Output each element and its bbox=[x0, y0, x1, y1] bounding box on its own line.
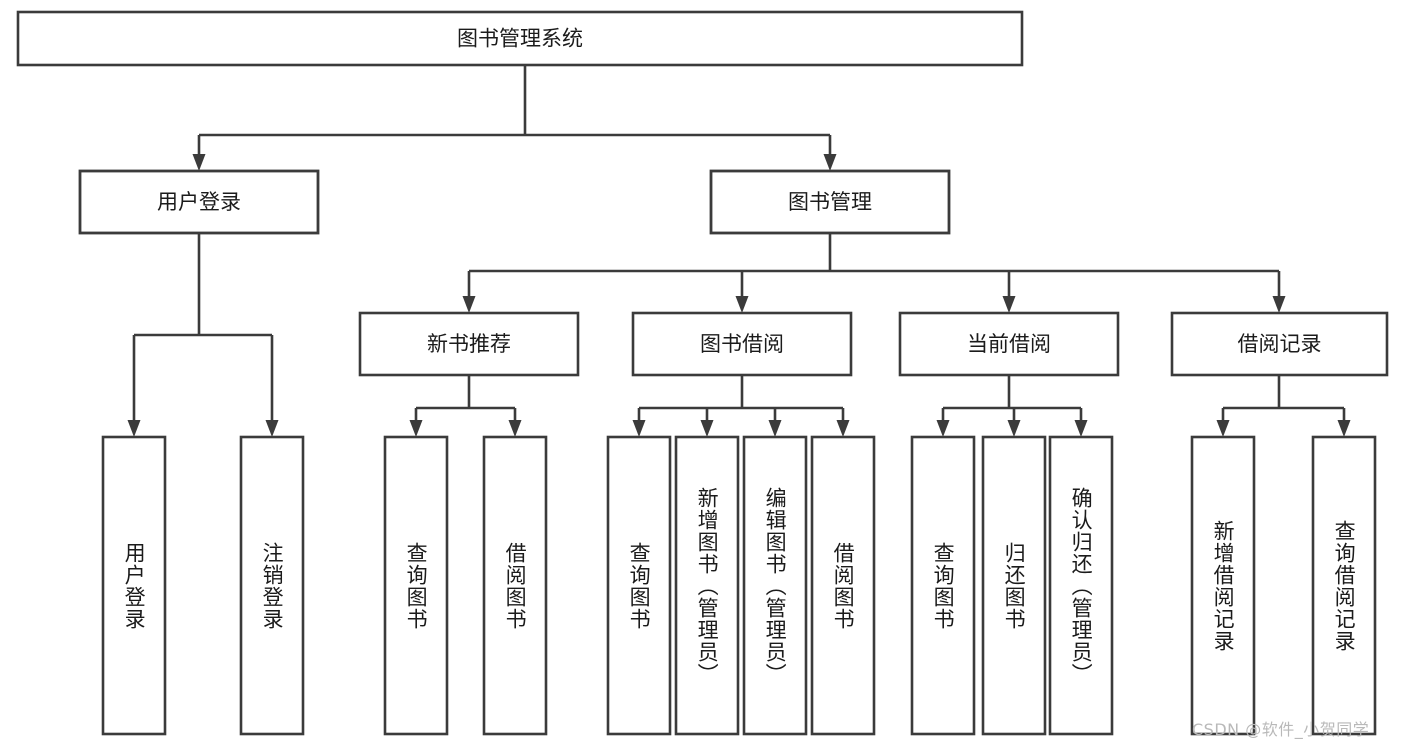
arrow-head-icon bbox=[265, 420, 279, 437]
node-label: 查询图书 bbox=[404, 541, 429, 630]
connectors-layer bbox=[127, 65, 1351, 437]
node-leaf-user-login[interactable]: 用户登录 bbox=[101, 435, 167, 736]
node-box bbox=[709, 169, 951, 235]
node-leaf-edit-book[interactable]: 编辑图书（管理员） bbox=[742, 435, 808, 736]
node-root[interactable]: 图书管理系统 bbox=[16, 10, 1024, 67]
arrow-head-icon bbox=[192, 154, 206, 171]
node-box bbox=[358, 311, 580, 377]
node-leaf-query-book-borrow[interactable]: 查询图书 bbox=[606, 435, 672, 736]
arrow-head-icon bbox=[127, 420, 141, 437]
arrow-head-icon bbox=[823, 154, 837, 171]
node-borrow-record[interactable]: 借阅记录 bbox=[1170, 311, 1389, 377]
node-label: 新增借阅记录 bbox=[1211, 519, 1236, 652]
arrow-head-icon bbox=[462, 296, 476, 313]
node-label: 当前借阅 bbox=[967, 332, 1051, 356]
node-leaf-borrow-book-rec[interactable]: 借阅图书 bbox=[482, 435, 548, 736]
node-box bbox=[78, 169, 320, 235]
node-label: 图书管理系统 bbox=[457, 27, 583, 51]
arrow-head-icon bbox=[936, 420, 950, 437]
node-label: 用户登录 bbox=[157, 190, 241, 214]
arrow-head-icon bbox=[632, 420, 646, 437]
node-label: 新书推荐 bbox=[427, 332, 511, 356]
connector-group bbox=[1216, 375, 1351, 437]
arrow-head-icon bbox=[700, 420, 714, 437]
node-box bbox=[383, 435, 449, 736]
arrow-head-icon bbox=[735, 296, 749, 313]
node-label: 查询图书 bbox=[627, 541, 652, 630]
node-box bbox=[898, 311, 1120, 377]
node-label: 查询借阅记录 bbox=[1332, 519, 1357, 652]
arrow-head-icon bbox=[1074, 420, 1088, 437]
node-label: 新增图书（管理员） bbox=[695, 486, 720, 685]
arrow-head-icon bbox=[1007, 420, 1021, 437]
node-box bbox=[482, 435, 548, 736]
connector-group bbox=[409, 375, 522, 437]
node-box bbox=[981, 435, 1047, 736]
node-box bbox=[1311, 435, 1377, 736]
node-leaf-confirm-return[interactable]: 确认归还（管理员） bbox=[1048, 435, 1114, 736]
connector-group bbox=[936, 375, 1088, 437]
arrow-head-icon bbox=[836, 420, 850, 437]
node-label: 用户登录 bbox=[122, 541, 147, 630]
node-user-login[interactable]: 用户登录 bbox=[78, 169, 320, 235]
node-box bbox=[606, 435, 672, 736]
arrow-head-icon bbox=[1002, 296, 1016, 313]
connector-group bbox=[127, 233, 279, 437]
node-box bbox=[910, 435, 976, 736]
node-label: 编辑图书（管理员） bbox=[763, 486, 788, 685]
node-leaf-return-book[interactable]: 归还图书 bbox=[981, 435, 1047, 736]
node-box bbox=[742, 435, 808, 736]
node-leaf-query-book-cur[interactable]: 查询图书 bbox=[910, 435, 976, 736]
node-book-borrow[interactable]: 图书借阅 bbox=[631, 311, 853, 377]
connector-group bbox=[462, 233, 1286, 313]
connector-group bbox=[192, 65, 837, 171]
arrow-head-icon bbox=[1272, 296, 1286, 313]
node-leaf-borrow-book[interactable]: 借阅图书 bbox=[810, 435, 876, 736]
node-leaf-add-book[interactable]: 新增图书（管理员） bbox=[674, 435, 740, 736]
node-current-borrow[interactable]: 当前借阅 bbox=[898, 311, 1120, 377]
node-label: 借阅记录 bbox=[1238, 332, 1322, 356]
arrow-head-icon bbox=[409, 420, 423, 437]
node-leaf-query-record[interactable]: 查询借阅记录 bbox=[1311, 435, 1377, 736]
node-label: 借阅图书 bbox=[503, 541, 528, 630]
node-box bbox=[101, 435, 167, 736]
node-box bbox=[239, 435, 305, 736]
arrow-head-icon bbox=[768, 420, 782, 437]
node-box bbox=[1170, 311, 1389, 377]
node-box bbox=[16, 10, 1024, 67]
node-box bbox=[1048, 435, 1114, 736]
node-label: 图书管理 bbox=[788, 190, 872, 214]
connector-group bbox=[632, 375, 850, 437]
arrow-head-icon bbox=[508, 420, 522, 437]
node-new-book-rec[interactable]: 新书推荐 bbox=[358, 311, 580, 377]
node-label: 归还图书 bbox=[1002, 541, 1027, 630]
node-label: 借阅图书 bbox=[831, 541, 856, 630]
node-box bbox=[631, 311, 853, 377]
node-leaf-query-book-rec[interactable]: 查询图书 bbox=[383, 435, 449, 736]
arrow-head-icon bbox=[1337, 420, 1351, 437]
nodes-layer: 图书管理系统用户登录图书管理新书推荐图书借阅当前借阅借阅记录用户登录注销登录查询… bbox=[16, 10, 1389, 736]
node-box bbox=[810, 435, 876, 736]
node-label: 确认归还（管理员） bbox=[1069, 486, 1094, 685]
node-book-manage[interactable]: 图书管理 bbox=[709, 169, 951, 235]
node-box bbox=[1190, 435, 1256, 736]
node-label: 注销登录 bbox=[260, 541, 285, 630]
node-leaf-add-record[interactable]: 新增借阅记录 bbox=[1190, 435, 1256, 736]
node-box bbox=[674, 435, 740, 736]
arrow-head-icon bbox=[1216, 420, 1230, 437]
node-label: 查询图书 bbox=[931, 541, 956, 630]
node-leaf-logout[interactable]: 注销登录 bbox=[239, 435, 305, 736]
node-label: 图书借阅 bbox=[700, 332, 784, 356]
